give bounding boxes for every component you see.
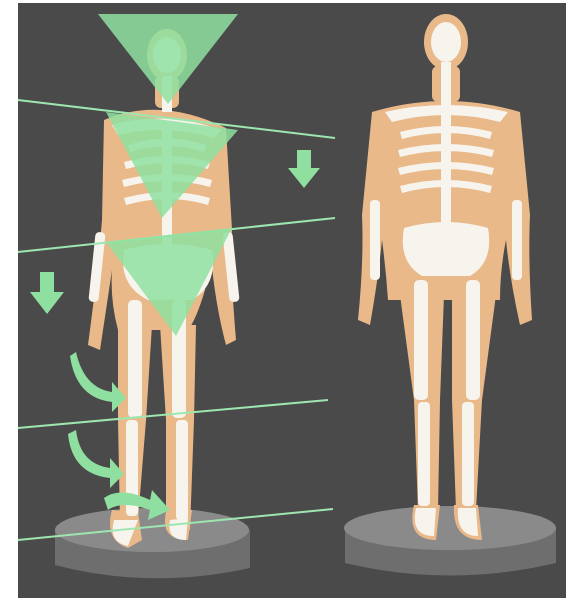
pedestal-left xyxy=(55,508,250,578)
pedestal-right xyxy=(344,506,556,576)
